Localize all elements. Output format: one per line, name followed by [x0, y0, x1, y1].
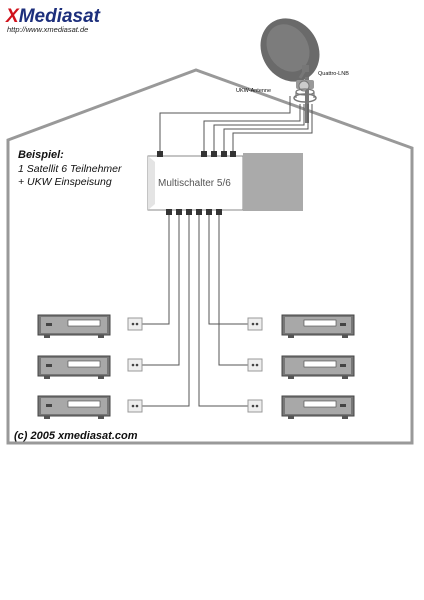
example-title: Beispiel:: [18, 149, 64, 161]
ukw-antenna-label: UKW-Antenne: [236, 88, 271, 94]
lnb-label: Quattro-LNB: [318, 71, 349, 77]
house: [6, 68, 414, 445]
socket-icon: [127, 317, 143, 331]
socket-icon: [127, 358, 143, 372]
lnb-cables: [159, 96, 313, 153]
logo: XMediasat http://www.xmediasat.de: [5, 6, 101, 34]
svg-text:XMediasat: XMediasat: [5, 6, 101, 27]
receiver-icon: [37, 314, 111, 338]
wall-sockets: [127, 317, 263, 413]
multiswitch-power-unit: [243, 153, 303, 211]
receiver-icon: [37, 395, 111, 419]
logo-x: X: [5, 6, 20, 27]
example-line2: + UKW Einspeisung: [18, 176, 112, 188]
subscriber-cables: [140, 215, 248, 407]
example-text: Beispiel: 1 Satellit 6 Teilnehmer + UKW …: [18, 149, 122, 188]
receivers: [37, 314, 355, 419]
logo-url: http://www.xmediasat.de: [7, 25, 88, 34]
socket-icon: [247, 317, 263, 331]
socket-icon: [247, 358, 263, 372]
logo-brand: Mediasat: [19, 6, 101, 27]
receiver-icon: [37, 355, 111, 379]
multiswitch: Multischalter 5/6: [147, 151, 303, 215]
multiswitch-body: [147, 155, 244, 211]
socket-icon: [127, 399, 143, 413]
house-outline: [6, 68, 414, 445]
satellite-dish-icon: [260, 18, 320, 123]
receiver-icon: [281, 395, 355, 419]
copyright: (c) 2005 xmediasat.com: [14, 430, 138, 442]
multiswitch-label: Multischalter 5/6: [158, 178, 231, 189]
socket-icon: [247, 399, 263, 413]
example-line1: 1 Satellit 6 Teilnehmer: [18, 163, 122, 175]
receiver-icon: [281, 314, 355, 338]
receiver-icon: [281, 355, 355, 379]
